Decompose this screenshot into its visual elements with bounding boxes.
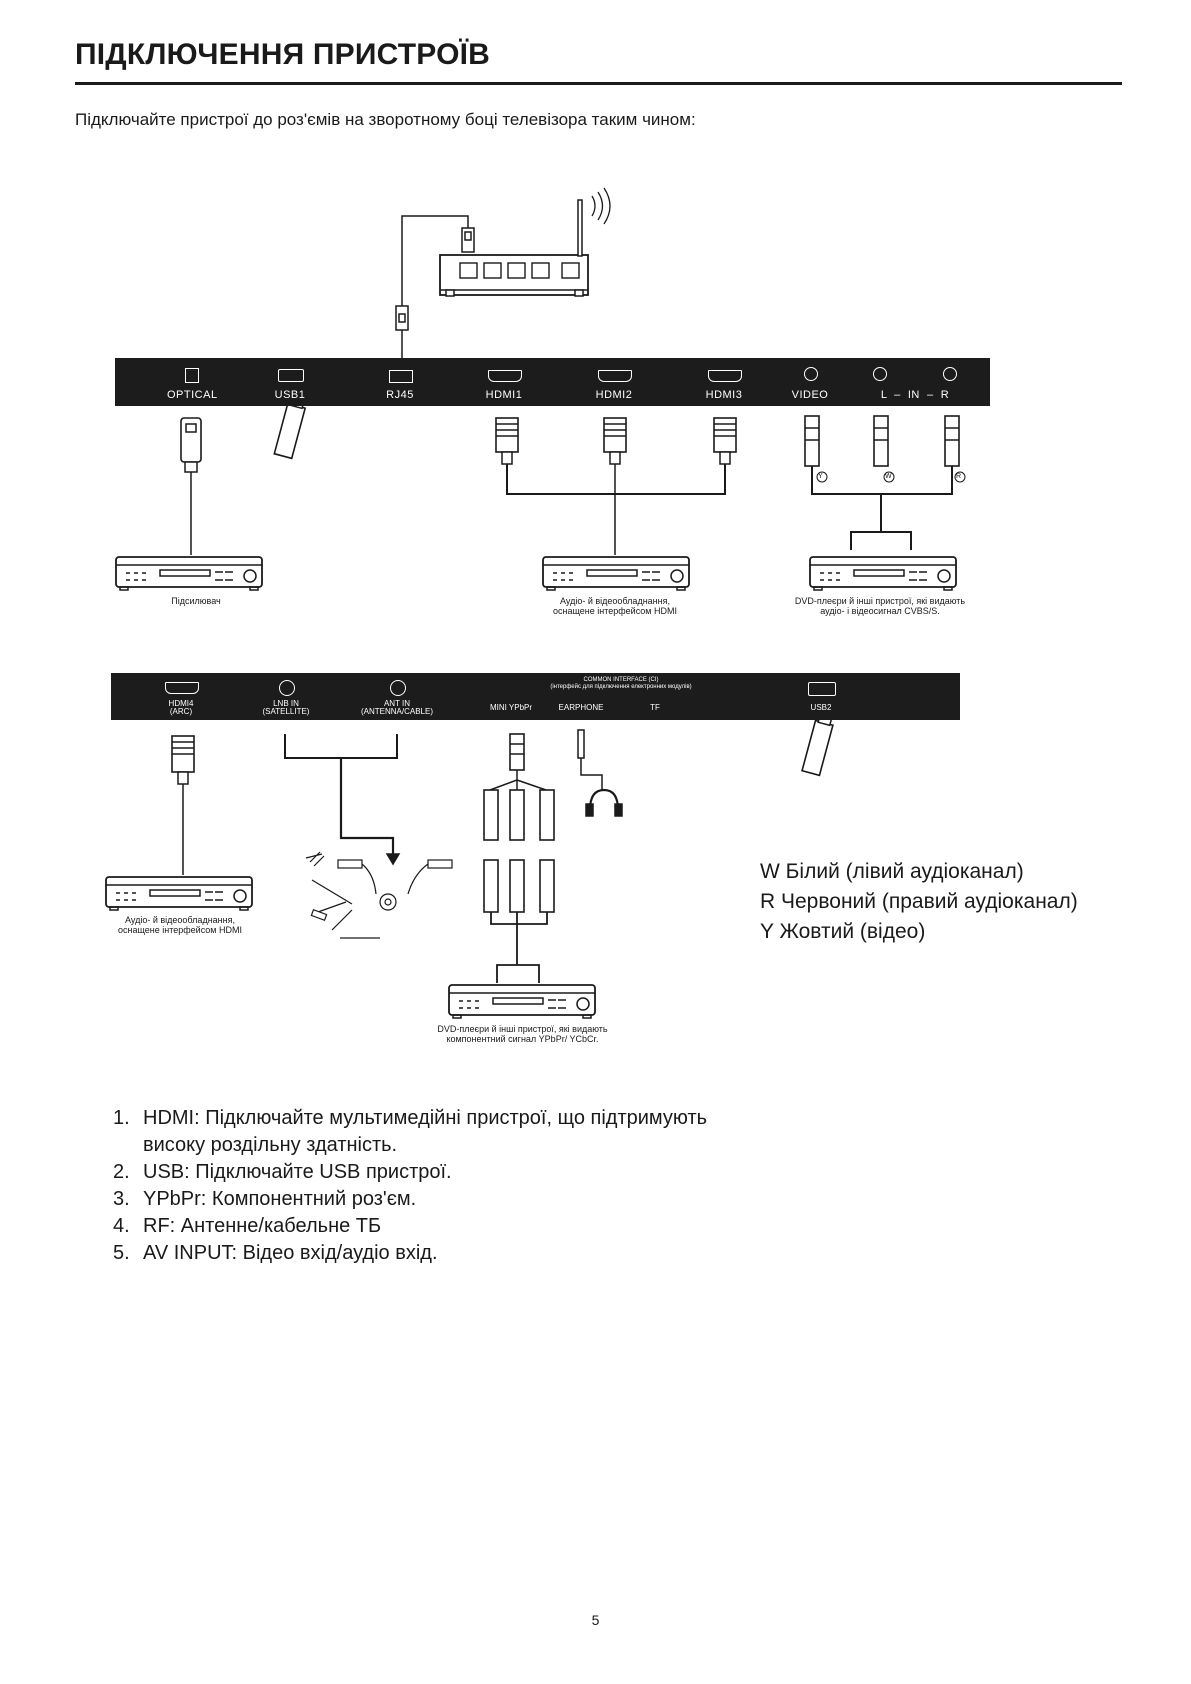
legend-red: R Червоний (правий аудіоканал) [760, 890, 1078, 913]
cable-mark-y: Y [818, 473, 823, 480]
note-item: 1. HDMI: Підключайте мультимедійні прист… [113, 1105, 707, 1159]
rca-r-port-icon [943, 367, 957, 381]
port-label-video: VIDEO [791, 389, 829, 401]
port-label-tf: TF [650, 703, 660, 712]
rear-panel-bottom: HDMI4 (ARC) LNB IN (SATELLITE) ANT IN (A… [111, 673, 960, 720]
port-label-lnb-sub: (SATELLITE) [262, 707, 310, 716]
ant-port-icon [390, 680, 406, 696]
earphone-cable [577, 729, 623, 817]
caption-hdmi-av-1: Аудіо- й відеообладнання, оснащене інтер… [553, 596, 677, 616]
cable-mark-w: W [885, 473, 892, 480]
antenna-splitter-icon [305, 851, 453, 939]
note-item: 4. RF: Антенне/кабельне ТБ [113, 1213, 707, 1240]
dvd-ypbpr-device [448, 984, 596, 1019]
notes-list: 1. HDMI: Підключайте мультимедійні прист… [113, 1105, 707, 1267]
cable-mark-r: R [956, 473, 962, 480]
antenna-cables [284, 734, 401, 866]
note-item: 2. USB: Підключайте USB пристрої. [113, 1159, 707, 1186]
note-number: 3. [113, 1188, 130, 1210]
legend-yellow: Y Жовтий (відео) [760, 920, 926, 943]
legend-white: W Білий (лівий аудіоканал) [760, 860, 1024, 883]
port-label-ant: ANT IN [383, 699, 411, 708]
port-label-earphone: EARPHONE [558, 703, 604, 712]
hdmi-av-device-2 [105, 876, 253, 911]
rj45-port-icon [389, 370, 413, 383]
usb2-port-icon [808, 682, 836, 696]
port-label-rj45: RJ45 [386, 389, 414, 401]
color-legend: W Білий (лівий аудіоканал) R Червоний (п… [760, 857, 1078, 947]
ci-label: COMMON INTERFACE (CI) [583, 677, 659, 683]
port-label-hdmi1: HDMI1 [485, 389, 523, 401]
note-text: HDMI: Підключайте мультимедійні пристрої… [143, 1107, 708, 1129]
port-label-optical: OPTICAL [167, 389, 218, 401]
amplifier-device [115, 556, 263, 591]
note-text: USB: Підключайте USB пристрої. [143, 1161, 452, 1183]
port-label-mini-ypbpr: MINI YPbPr [489, 703, 533, 712]
title-rule [75, 82, 1122, 85]
note-item: 5. AV INPUT: Відео вхід/аудіо вхід. [113, 1240, 707, 1267]
hdmi-port-icon [488, 370, 522, 382]
ci-sub-label: (інтерфейс для підключення електронних м… [550, 684, 692, 690]
optical-cable [180, 417, 202, 555]
port-label-ant-sub: (ANTENNA/CABLE) [360, 707, 433, 716]
port-label-audio-in: L – IN – R [880, 389, 950, 401]
hdmi-cables-top [495, 417, 737, 555]
hdmi-port-icon [598, 370, 632, 382]
note-text-continued: високу роздільну здатність. [143, 1134, 398, 1156]
rca-cables-top [804, 415, 966, 550]
caption-dvd-ypbpr: DVD-плеєри й інші пристрої, які видають … [437, 1024, 608, 1044]
caption-amplifier: Підсилювач [171, 596, 221, 606]
note-text: RF: Антенне/кабельне ТБ [143, 1215, 382, 1237]
usb-stick-2 [801, 713, 834, 777]
port-label-usb2: USB2 [810, 703, 832, 712]
note-number: 5. [113, 1242, 130, 1264]
lnb-port-icon [279, 680, 295, 696]
port-label-usb1: USB1 [274, 389, 306, 401]
rj45-cable [395, 215, 475, 358]
note-number: 4. [113, 1215, 130, 1237]
ypbpr-cables [483, 733, 555, 983]
note-number: 1. [113, 1107, 130, 1129]
port-label-hdmi2: HDMI2 [595, 389, 633, 401]
page-number: 5 [591, 1612, 600, 1628]
intro-text: Підключайте пристрої до роз'ємів на звор… [75, 110, 696, 129]
caption-hdmi-av-2: Аудіо- й відеообладнання, оснащене інтер… [118, 915, 242, 935]
note-text: YPbPr: Компонентний роз'єм. [143, 1188, 417, 1210]
page-title: ПІДКЛЮЧЕННЯ ПРИСТРОЇВ [75, 38, 490, 71]
rear-panel-top: OPTICAL USB1 RJ45 HDMI1 HDMI2 HDMI3 VIDE… [115, 358, 990, 406]
hdmi-port-icon [165, 682, 199, 694]
caption-dvd-cvbs: DVD-плеєри й інші пристрої, які видають … [794, 596, 966, 616]
port-label-hdmi3: HDMI3 [705, 389, 743, 401]
rca-video-port-icon [804, 367, 818, 381]
usb-port-icon [278, 369, 304, 382]
port-label-hdmi4-sub: (ARC) [169, 707, 193, 716]
hdmi-av-device-1 [542, 556, 690, 591]
hdmi-port-icon [708, 370, 742, 382]
usb-stick-1 [273, 396, 307, 460]
router-icon [439, 187, 611, 297]
port-label-lnb: LNB IN [273, 699, 299, 708]
hdmi4-cable [171, 735, 195, 875]
note-number: 2. [113, 1161, 130, 1183]
note-text: AV INPUT: Відео вхід/аудіо вхід. [143, 1242, 438, 1264]
optical-port-icon [185, 368, 199, 383]
dvd-cvbs-device [809, 556, 957, 591]
rca-l-port-icon [873, 367, 887, 381]
port-label-hdmi4: HDMI4 [168, 699, 194, 708]
note-item: 3. YPbPr: Компонентний роз'єм. [113, 1186, 707, 1213]
